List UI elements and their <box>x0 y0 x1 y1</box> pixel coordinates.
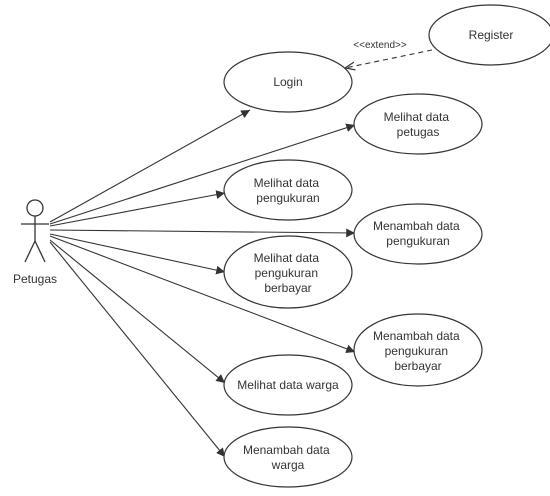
use-case-label: Menambah data pengukuran berbayar <box>373 329 463 373</box>
use-case-login: Login <box>223 51 353 113</box>
use-case-melihat-berbayar: Melihat data pengukuran berbayar <box>223 235 353 309</box>
use-case-label: Login <box>273 75 302 89</box>
assoc-melihat-berbayar <box>49 233 226 275</box>
assoc-melihat-warga <box>49 239 226 384</box>
associations <box>49 109 356 458</box>
assoc-login <box>49 109 251 223</box>
use-case-melihat-pengukuran: Melihat data pengukuran <box>223 159 353 221</box>
use-case-melihat-petugas: Melihat data petugas <box>353 93 483 155</box>
use-case-menambah-pengukuran: Menambah data pengukuran <box>353 203 483 265</box>
use-case-label: Melihat data pengukuran berbayar <box>254 251 323 295</box>
use-case-label: Register <box>469 28 514 42</box>
assoc-melihat-petugas <box>49 123 356 225</box>
use-case-menambah-warga: Menambah data warga <box>223 426 353 488</box>
extend-relation: <<extend>> <box>345 40 433 68</box>
actor-label: Petugas <box>13 272 57 286</box>
use-case-label: Menambah data pengukuran <box>373 219 463 248</box>
assoc-menambah-berbayar <box>49 235 356 353</box>
use-case-menambah-berbayar: Menambah data pengukuran berbayar <box>353 313 483 387</box>
use-case-label: Melihat data petugas <box>384 110 453 139</box>
use-case-label: Melihat data pengukuran <box>254 176 323 205</box>
extend-label: <<extend>> <box>353 40 407 51</box>
assoc-menambah-pengukuran <box>49 228 356 238</box>
use-case-melihat-warga: Melihat data warga <box>223 354 353 416</box>
assoc-melihat-pengukuran <box>49 190 226 227</box>
use-case-label: Melihat data warga <box>237 378 339 392</box>
use-case-register: Register <box>428 4 550 66</box>
assoc-menambah-warga <box>49 241 226 458</box>
actor-petugas: Petugas <box>13 199 57 286</box>
use-case-label: Menambah data warga <box>243 443 333 472</box>
